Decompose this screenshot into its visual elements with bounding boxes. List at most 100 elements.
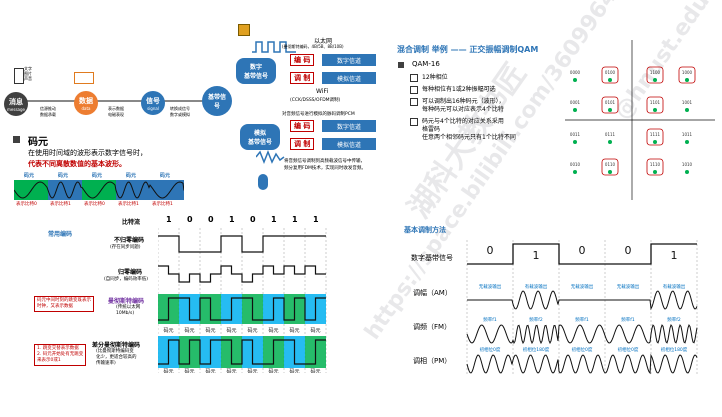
qam-point	[653, 78, 657, 82]
qam-point-label: 1010	[682, 162, 693, 167]
highlight-box	[601, 158, 619, 176]
qam-point	[653, 170, 657, 174]
qam-point-label: 0110	[605, 162, 616, 167]
qam-point	[573, 170, 577, 174]
nrz-waveform	[158, 235, 326, 253]
baseband-bit: 0	[487, 244, 494, 257]
symbol-top-label: 码元	[24, 173, 35, 179]
qam-item-text: 12种相位	[422, 74, 448, 81]
symbol-label-2: 码元	[268, 368, 278, 373]
qam-item-text: 可以调制出16种码元（波形）， 每种码元可以对应表示4个比特	[422, 98, 505, 113]
am-note: 有载波输出	[525, 283, 548, 290]
pm-label: 调相（PM）	[413, 357, 452, 365]
qam-point-label: 0111	[605, 132, 616, 137]
diff-manchester-waveform	[158, 339, 326, 365]
symbol-label-2: 码元	[289, 368, 299, 373]
pcm-note: 对音频信号进行模拟的脉码调制PCM	[282, 112, 355, 117]
bit-value: 1	[313, 215, 319, 224]
symbol-desc-2: 代表不同离散数值的基本波形。	[28, 160, 126, 168]
qam-point	[685, 170, 689, 174]
am-note: 无载波输出	[617, 283, 640, 290]
highlight-box	[646, 128, 664, 146]
signal-node: 信号 signal	[141, 91, 165, 115]
am-note: 无载波输出	[479, 283, 502, 290]
pm-waveform	[466, 353, 698, 375]
wifi-sub: (CCK/DSSS/OFDM调制)	[290, 98, 341, 103]
sine-wave-icon	[256, 150, 285, 164]
manchester-name: 曼彻斯特编码	[108, 298, 145, 305]
symbol-label-2: 码元	[226, 368, 236, 373]
baseband-bit: 1	[671, 249, 678, 262]
pm-note: 初相位0度	[572, 346, 593, 353]
highlight-box	[646, 158, 664, 176]
laptop-icon	[74, 72, 94, 84]
qam-point	[573, 140, 577, 144]
checkbox-icon	[410, 86, 418, 94]
symbol-bottom-label: 表示比特1	[50, 202, 71, 207]
fm-waveform	[466, 323, 698, 345]
symbol-bottom-label: 表示比特1	[152, 202, 173, 207]
symbol-label: 码元	[289, 327, 299, 334]
symbol-label-2: 码元	[310, 368, 320, 373]
qam-point-label: 1101	[650, 100, 661, 105]
qam-point	[573, 108, 577, 112]
fm-note: 频率f1	[621, 316, 635, 323]
encode-tag: 编 码	[290, 54, 315, 66]
analog-channel-2: 模拟信道	[322, 138, 376, 150]
fm-label: 调频（FM）	[413, 323, 452, 331]
square-wave-icon	[252, 41, 296, 53]
highlight-box	[646, 96, 664, 114]
symbol-label: 码元	[226, 327, 236, 334]
qam-title: 混合调制 举例 —— 正交振幅调制QAM	[397, 45, 539, 54]
highlight-box	[601, 66, 619, 84]
manchester-waveform	[158, 297, 326, 321]
fm-note: 频率f2	[529, 316, 543, 323]
symbol-label: 码元	[205, 327, 215, 334]
symbol-label: 码元	[184, 327, 194, 334]
microphone-icon	[258, 174, 268, 190]
diff-manchester-sub: (比曼彻斯特编码变 化少，更适合较高的 传输速率)	[96, 349, 137, 366]
qam-point	[608, 108, 612, 112]
rz-name: 归零编码	[118, 269, 143, 276]
symbol-top-label: 码元	[58, 173, 69, 179]
document-icon	[14, 68, 24, 84]
modulate-tag-2: 调 制	[290, 138, 315, 150]
symbol-desc-1: 在使用时间域的波形表示数字信号时，	[28, 149, 147, 157]
rz-waveform	[158, 265, 326, 283]
checkbox-icon	[410, 98, 418, 106]
modulate-tag: 调 制	[290, 72, 315, 84]
checkbox-icon	[410, 118, 418, 126]
rz-sub: (自同步，编码效率低)	[104, 277, 149, 282]
nrz-sub: (存在同步问题)	[110, 245, 141, 250]
bit-value: 0	[250, 215, 256, 224]
pm-note: 初相位180度	[661, 346, 688, 353]
symbol-top-label: 码元	[92, 173, 103, 179]
flow-diagram: 文字 图片 声音	[0, 60, 235, 120]
analog-channel: 模拟信道	[322, 72, 376, 84]
baseband-bit: 1	[533, 249, 540, 262]
symbol-label-2: 码元	[184, 368, 194, 373]
bit-value: 1	[292, 215, 298, 224]
wifi-label: WiFi	[316, 88, 329, 95]
symbol-label-2: 码元	[205, 368, 215, 373]
am-waveform	[467, 290, 698, 311]
qam-point	[685, 108, 689, 112]
symbol-label: 码元	[163, 327, 173, 334]
highlight-box	[601, 96, 619, 114]
symbol-bottom-label: 表示比特0	[16, 202, 37, 207]
encoding-title: 常用编码	[48, 231, 73, 238]
flow-label-3: 表示数据	[108, 106, 124, 111]
qam-item: 每种相位有1或2种振幅可选	[410, 86, 590, 94]
bit-value: 0	[208, 215, 214, 224]
bit-value: 1	[271, 215, 277, 224]
qam-point	[653, 108, 657, 112]
qam-item: 码元与4个比特的对应关系采用 格雷码 任意两个相邻码元只有1个比特不同	[410, 118, 590, 142]
qam-point-label: 1001	[682, 100, 693, 105]
diff-manchester-note: 1. 跳变交替表示数据 2. 码元开始处有无跳变 来表示0或1	[34, 344, 87, 366]
digital-channel-2: 数字信道	[322, 120, 376, 132]
symbol-label: 码元	[247, 327, 257, 334]
flow-label-4: 电磁表现	[108, 112, 124, 117]
pm-note: 初相位180度	[523, 346, 550, 353]
